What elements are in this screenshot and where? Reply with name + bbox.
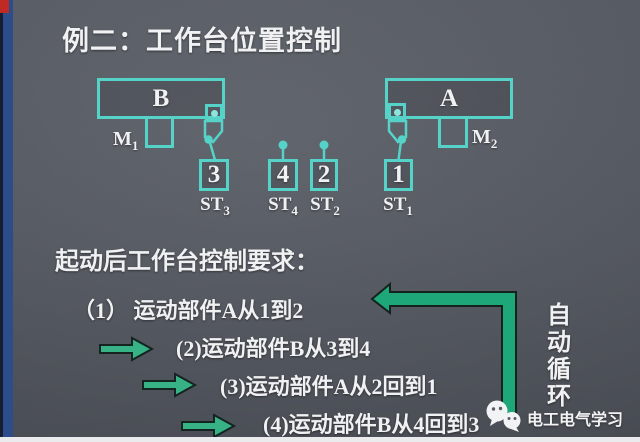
limit-switch-3-number: 3 bbox=[207, 161, 221, 188]
flow-arrow-icon-2 bbox=[142, 372, 198, 398]
limit-switch-1-number: 1 bbox=[392, 161, 405, 188]
limit-switch-4-box: 4 bbox=[268, 159, 298, 191]
block-a-pivot-dot bbox=[397, 135, 407, 144]
motor2-box bbox=[438, 118, 468, 148]
block-a-label: A bbox=[439, 84, 459, 112]
flow-arrow-icon-1 bbox=[99, 336, 155, 362]
flow-arrow-icon-3 bbox=[181, 413, 237, 439]
block-b-roller-box bbox=[205, 104, 223, 122]
motor2-label: M2 bbox=[472, 126, 497, 152]
requirement-item-1: （1） 运动部件A从1到2 bbox=[73, 298, 304, 323]
requirement-item-2: (2)运动部件B从3到4 bbox=[176, 336, 371, 361]
motor2-label-sub: 2 bbox=[490, 136, 498, 151]
motor1-label-sub: 1 bbox=[131, 138, 139, 153]
block-b: B bbox=[97, 78, 225, 119]
wechat-icon bbox=[486, 400, 521, 432]
motor1-box bbox=[145, 118, 174, 148]
st4-base: ST bbox=[268, 194, 292, 215]
st2-base: ST bbox=[310, 194, 334, 215]
limit-switch-3-box: 3 bbox=[199, 159, 229, 191]
limit-switch-2-box: 2 bbox=[310, 159, 338, 191]
left-blue-strip bbox=[0, 0, 13, 438]
block-a-lever bbox=[387, 119, 408, 144]
block-a-roller-box bbox=[388, 103, 406, 121]
motor1-label: M1 bbox=[113, 128, 138, 154]
st4-sub: 4 bbox=[291, 202, 298, 218]
limit-switch-4-number: 4 bbox=[276, 161, 290, 188]
limit-switch-1-box: 1 bbox=[384, 159, 413, 191]
st1-base: ST bbox=[383, 194, 407, 215]
bottom-white-strip bbox=[0, 437, 640, 442]
limit-switch-1-label: ST1 bbox=[378, 194, 418, 219]
limit-switch-2-number: 2 bbox=[317, 161, 331, 188]
page-title: 例二：工作台位置控制 bbox=[62, 26, 342, 56]
limit-switch-2-label: ST2 bbox=[307, 194, 343, 219]
requirement-item-4: (4)运动部件B从4回到3 bbox=[263, 412, 480, 437]
block-b-label: B bbox=[152, 84, 170, 112]
block-b-lever bbox=[203, 119, 224, 144]
st2-sub: 2 bbox=[333, 202, 340, 218]
watermark-text: 电工电气学习 bbox=[527, 412, 624, 429]
limit-switch-4-label: ST4 bbox=[264, 194, 302, 219]
block-a: A bbox=[385, 78, 513, 119]
limit-switch-3-label: ST3 bbox=[196, 194, 234, 219]
auto-cycle-note: 自动循环 bbox=[547, 303, 571, 410]
requirement-item-3: (3)运动部件A从2回到1 bbox=[220, 374, 438, 399]
motor1-label-base: M bbox=[113, 128, 132, 150]
st1-sub: 1 bbox=[406, 202, 413, 218]
block-b-link-line bbox=[208, 139, 217, 162]
motor2-label-base: M bbox=[472, 126, 491, 148]
st3-base: ST bbox=[200, 194, 224, 215]
block-b-roller-dot bbox=[210, 109, 218, 117]
block-b-pivot-dot bbox=[204, 135, 213, 144]
st3-sub: 3 bbox=[223, 202, 230, 218]
requirements-heading: 起动后工作台控制要求： bbox=[55, 249, 319, 275]
switch-4-roller-dot bbox=[278, 140, 288, 150]
switch-2-roller-dot bbox=[319, 140, 329, 150]
block-a-roller-dot bbox=[393, 108, 401, 116]
block-a-link-line bbox=[397, 139, 403, 162]
red-corner-mark bbox=[0, 0, 9, 13]
